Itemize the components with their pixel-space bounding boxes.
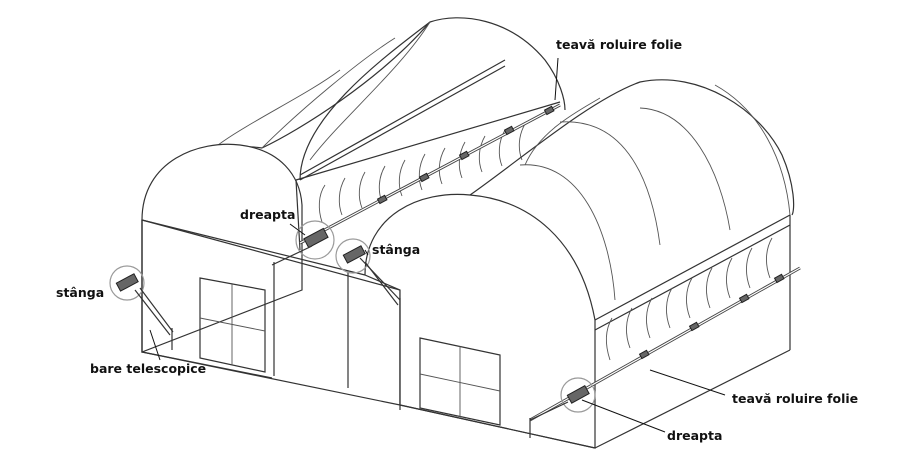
label-left-corner: stânga	[56, 285, 105, 300]
left-corner-motor	[109, 265, 174, 350]
label-right-bottom: dreapta	[667, 428, 723, 443]
label-pipe-right: teavă roluire folie	[732, 391, 859, 406]
right-tunnel	[335, 79, 801, 449]
label-pipe-top: teavă roluire folie	[556, 37, 683, 52]
label-right-mid: dreapta	[240, 207, 296, 222]
leader-lines	[149, 57, 726, 433]
left-tunnel	[141, 17, 566, 406]
label-left-mid: stânga	[372, 242, 421, 257]
label-telescopic: bare telescopice	[90, 361, 207, 376]
